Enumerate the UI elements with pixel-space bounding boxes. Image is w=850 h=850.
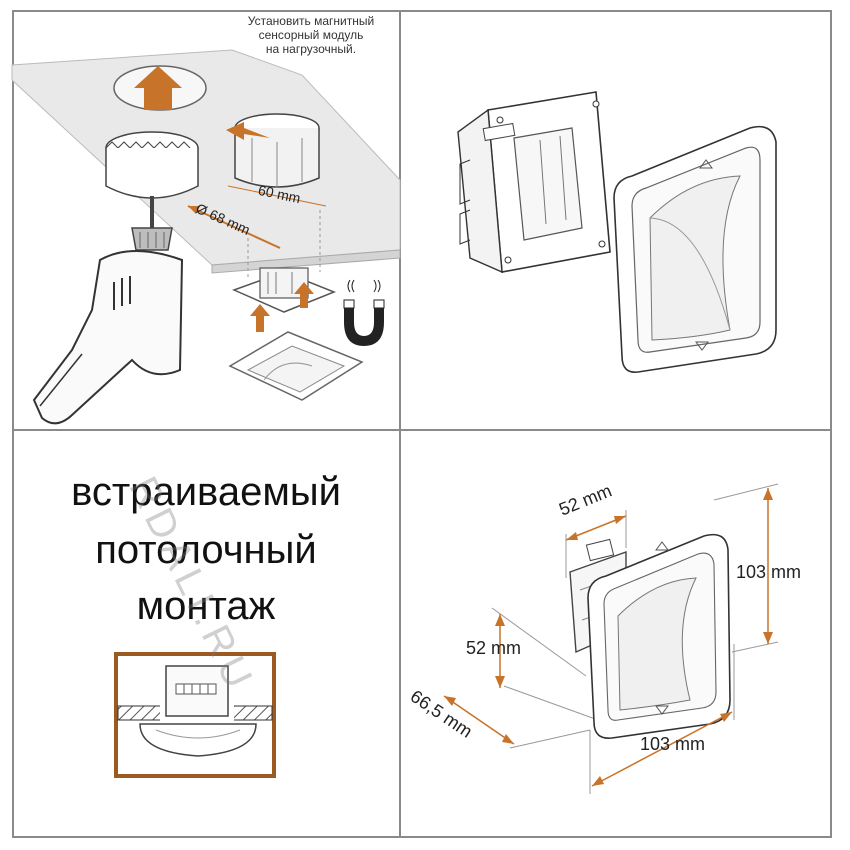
dimensions-panel: 52 mm 103 mm 52 mm 66,5 mm 103 mm — [400, 430, 832, 838]
product-panel — [400, 10, 832, 430]
arrow-up-icon — [250, 304, 270, 332]
mounting-frame — [457, 91, 611, 274]
dim-depth-left — [495, 614, 505, 688]
frame-divider-vertical — [399, 10, 401, 838]
caption-line-2: сенсорный модуль — [258, 28, 364, 42]
dim-depth-diag — [443, 695, 515, 745]
hole-dimension-arrow — [187, 205, 281, 249]
mounted-cover — [139, 723, 257, 757]
drill-chuck — [131, 227, 173, 251]
hole-saw-body — [105, 148, 199, 199]
arrow-box-icon — [226, 122, 270, 140]
dimensions-illustration — [443, 483, 779, 794]
drill-body — [32, 250, 184, 425]
dim-height-right — [763, 488, 773, 644]
caption-line-1: Установить магнитный — [247, 14, 375, 28]
dim-height-right-label: 103 mm — [736, 562, 802, 582]
frame-border-right — [830, 10, 832, 838]
arrow-up-icon — [134, 66, 182, 110]
hole-saw-teeth — [105, 141, 191, 149]
installation-panel: Установить магнитный сенсорный модуль на… — [11, 10, 401, 430]
caption-line-3: на нагрузочный. — [265, 42, 357, 56]
mount-title-line-1: встраиваемый — [71, 470, 341, 514]
dim-width-bottom-label: 103 mm — [640, 734, 706, 754]
dim-depth-left-label: 52 mm — [466, 638, 522, 658]
frame-divider-horizontal — [12, 429, 832, 431]
mount-title-line-2: потолочный — [95, 528, 317, 572]
installation-caption: Установить магнитный сенсорный модуль на… — [226, 14, 396, 56]
sensor-cover — [613, 125, 777, 373]
product-illustration — [457, 91, 777, 373]
ceiling-mount-illustration — [114, 652, 276, 778]
frame-border-top — [12, 10, 832, 12]
installation-illustration — [11, 49, 401, 425]
mount-title-line-3: монтаж — [136, 584, 276, 628]
arrow-up-icon — [294, 282, 314, 308]
frame-border-left — [12, 10, 14, 838]
drill-grip — [39, 353, 83, 407]
magnet-icon — [343, 279, 385, 346]
dim-width-bottom — [591, 711, 733, 787]
ceiling-slab — [11, 49, 401, 266]
mount-type-panel: встраиваемый потолочный монтаж RDALI. — [12, 430, 400, 838]
dim-width-top — [565, 515, 627, 541]
box-dimension-line — [227, 185, 327, 207]
ceiling-edge — [211, 249, 401, 274]
device-cover — [587, 533, 731, 739]
frame-border-bottom — [12, 836, 832, 838]
